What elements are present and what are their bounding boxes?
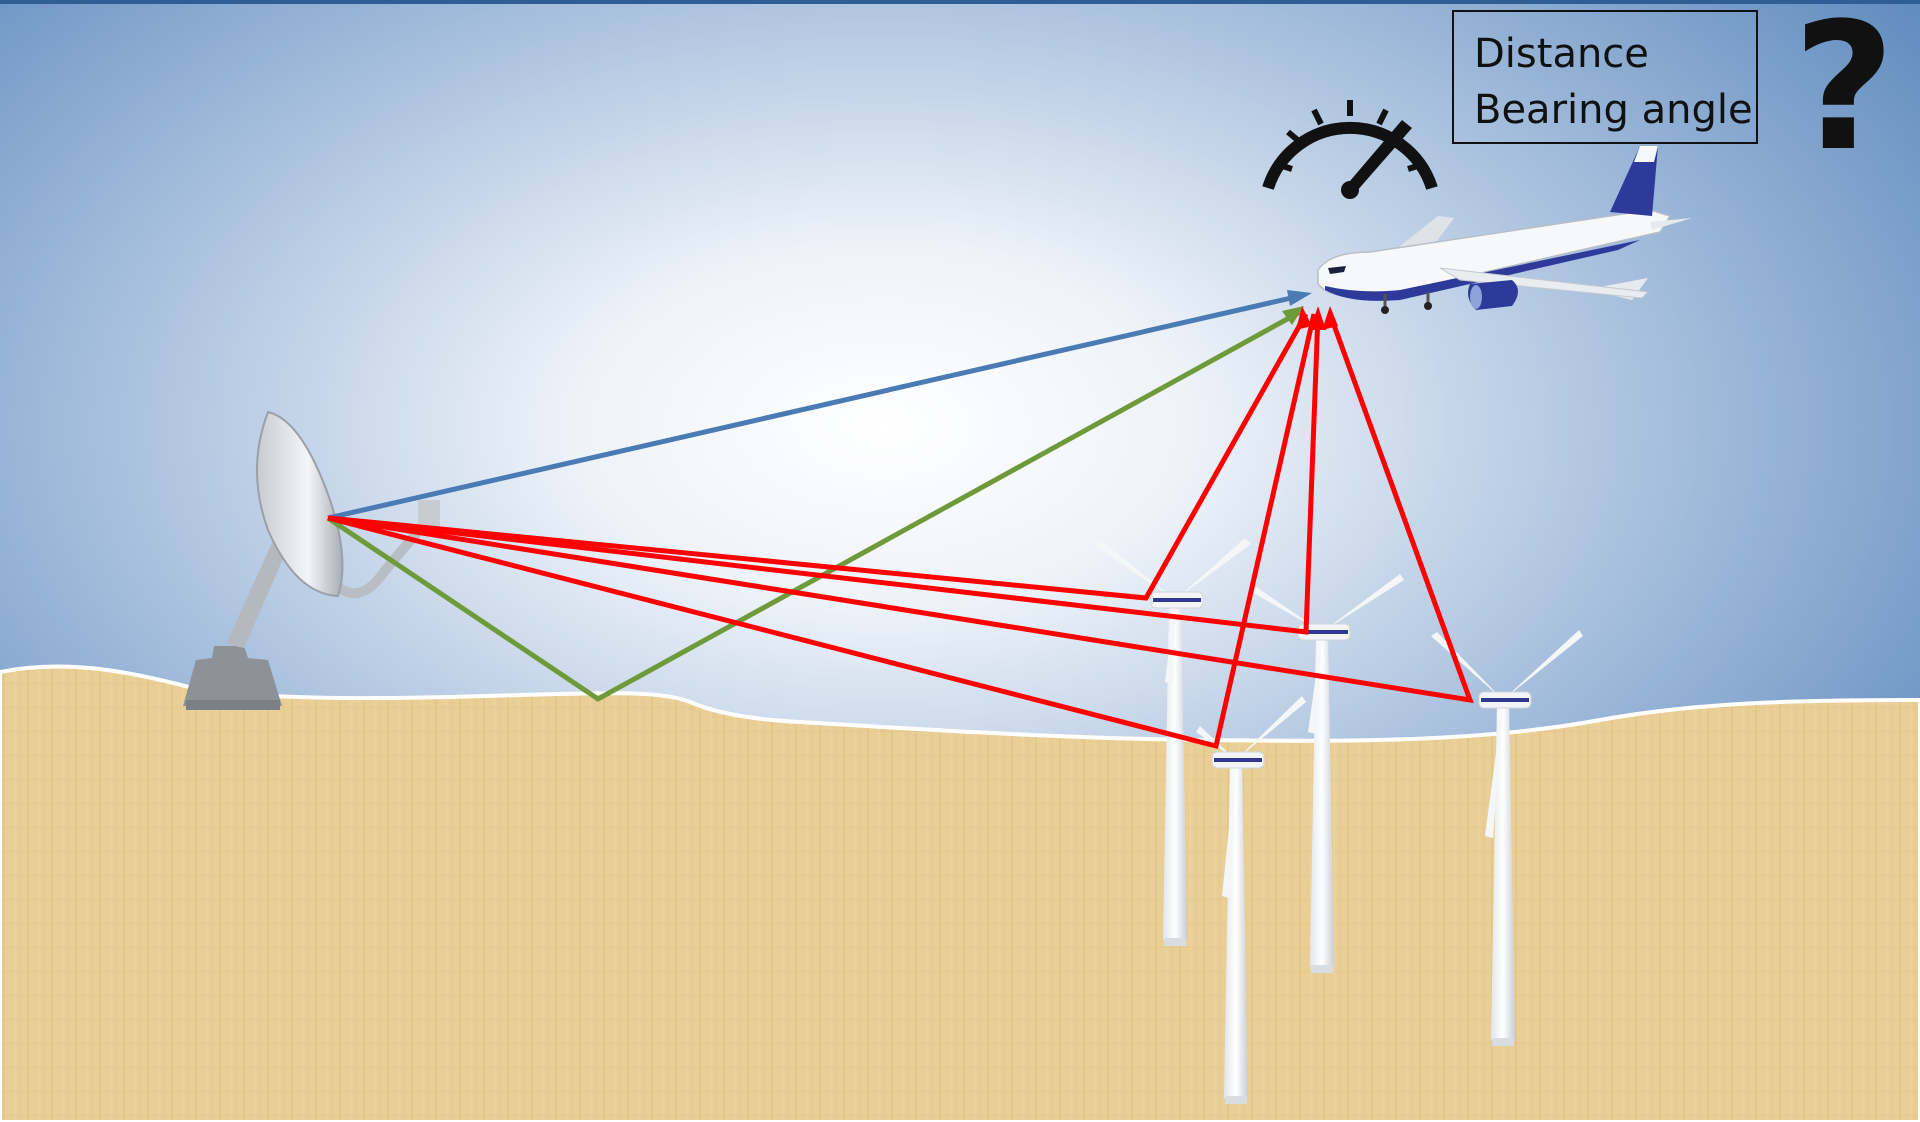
info-bearing-angle-label: Bearing angle [1474,87,1753,133]
turbine-reflection-arrowheads [1296,306,1338,330]
info-box: Distance Bearing angle [1452,10,1758,144]
wind-turbine-icon [1248,574,1404,973]
top-border [0,0,1920,4]
info-distance-label: Distance [1474,31,1649,77]
ground-reflection-path [326,306,1304,702]
direct-path [327,290,1312,521]
speedometer-icon [1262,100,1438,199]
question-mark: ? [1793,0,1895,190]
turbine-reflection-paths [327,312,1474,750]
wind-turbine-icon [1196,696,1306,1104]
ground [0,664,1920,1122]
airplane-icon [1317,146,1692,314]
